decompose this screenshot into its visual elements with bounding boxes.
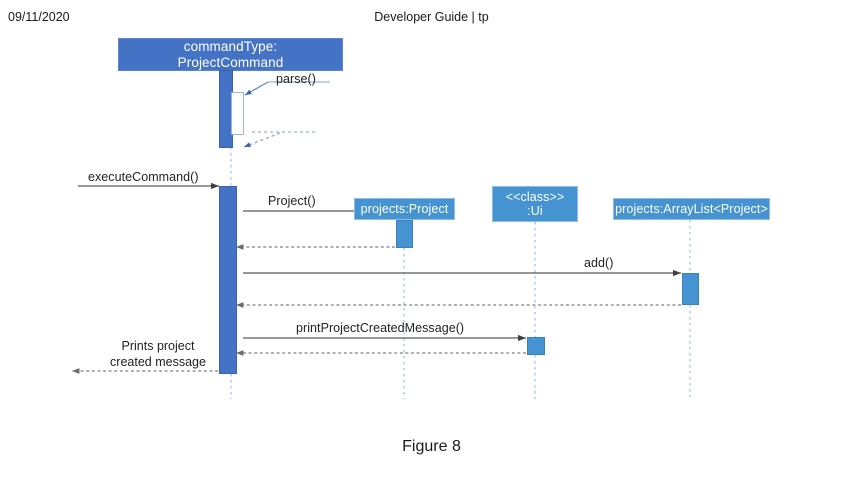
participant-commandType[interactable]: commandType: ProjectCommand xyxy=(118,38,343,71)
figure-caption: Figure 8 xyxy=(402,438,461,455)
participant-projects-project-label: projects:Project xyxy=(360,202,449,216)
header-document-title: Developer Guide | tp xyxy=(374,10,489,24)
participant-commandType-label-line2: ProjectCommand xyxy=(177,54,284,70)
message-label-executeCommand: executeCommand() xyxy=(88,170,199,184)
activation-projects-arraylist xyxy=(682,273,699,305)
message-label-printProjectCreatedMessage: printProjectCreatedMessage() xyxy=(296,321,465,335)
message-label-prints-line2: created message xyxy=(110,354,206,369)
message-parse-self-call xyxy=(243,81,330,148)
participant-commandType-label-line1: commandType: xyxy=(183,39,278,55)
message-label-parse: parse() xyxy=(276,72,316,86)
message-label-Project: Project() xyxy=(268,194,316,208)
page-header: 09/11/2020 Developer Guide | tp xyxy=(0,10,863,28)
participant-projects-arraylist-label: projects:ArrayList<Project> xyxy=(615,202,768,216)
activation-projects-project xyxy=(396,220,413,248)
participant-projects-project[interactable]: projects:Project xyxy=(354,198,455,220)
sequence-diagram: commandType: ProjectCommand projects:Pro… xyxy=(71,38,770,399)
message-label-prints-line1: Prints project xyxy=(121,339,195,353)
message-label-add: add() xyxy=(584,256,614,270)
message-label-prints-project-created-message: Prints project created message xyxy=(96,339,220,370)
activation-commandType-main xyxy=(219,186,237,374)
activation-commandType-nested-parse xyxy=(231,92,244,135)
diagram-vector-layer xyxy=(71,81,691,399)
participant-ui[interactable]: <<class>> :Ui xyxy=(492,186,578,222)
participant-projects-arraylist[interactable]: projects:ArrayList<Project> xyxy=(613,198,770,220)
activation-ui xyxy=(527,337,545,355)
participant-ui-label: :Ui xyxy=(527,204,543,218)
header-date: 09/11/2020 xyxy=(8,10,70,24)
participant-ui-stereotype: <<class>> xyxy=(505,190,565,204)
